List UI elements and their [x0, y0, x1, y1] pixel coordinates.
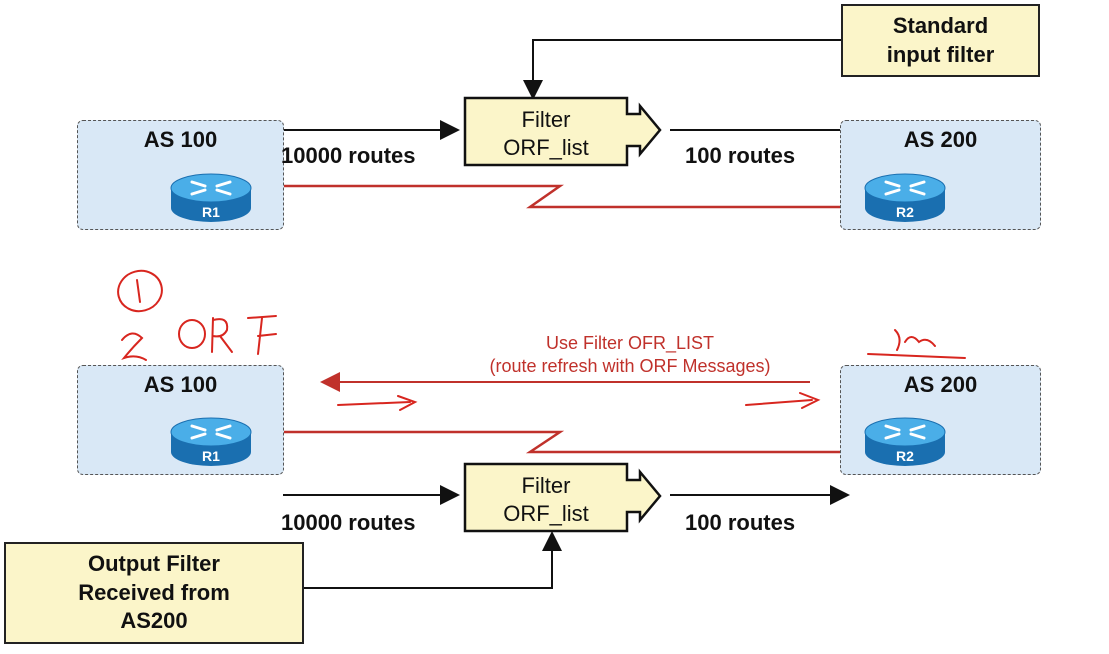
router-label: R1 [202, 448, 220, 464]
as100-label-bottom: AS 100 [143, 372, 218, 397]
note-line1-bottom: Output Filter [88, 551, 220, 577]
filter-label-bottom: Filter ORF_list [465, 472, 627, 527]
router-graphic: R1 [170, 417, 252, 466]
as200-label-bottom: AS 200 [903, 372, 978, 397]
serial-link-top [255, 184, 862, 209]
routes-out-label-bottom: 100 routes [685, 510, 796, 535]
filter-shape-top [463, 96, 662, 167]
router-icon: R2 [862, 170, 948, 224]
output-note-to-filter-arrow [303, 531, 562, 589]
note-line2-top: input filter [886, 41, 995, 67]
orf-message-label: Use Filter OFR_LIST (route refresh with … [440, 332, 820, 377]
filter-line2-bottom: ORF_list [503, 500, 589, 526]
filter-line1-bottom: Filter [521, 473, 571, 498]
routes-in-label-top: 10000 routes [281, 143, 416, 168]
filter-shape-bottom [463, 462, 662, 533]
handwritten-annotations [117, 269, 966, 411]
filter-label-top: Filter ORF_list [465, 106, 627, 161]
router-graphic: R2 [864, 417, 946, 466]
as200-label-top: AS 200 [903, 127, 978, 152]
routes-out-label-top: 100 routes [685, 143, 796, 168]
router-icon: R1 [168, 414, 254, 468]
standard-input-filter-note: Standard input filter [841, 4, 1040, 77]
note-line1-top: Standard [892, 12, 989, 38]
router-graphic: R1 [170, 173, 252, 222]
as100-label-top: AS 100 [143, 127, 218, 152]
note-line3-bottom: AS200 [120, 608, 188, 634]
router-icon: R1 [168, 170, 254, 224]
router-icon: R2 [862, 414, 948, 468]
orf-line1: Use Filter OFR_LIST [545, 333, 715, 353]
router-label: R2 [896, 448, 914, 464]
orf-line2: (route refresh with ORF Messages) [489, 355, 771, 376]
router-label: R1 [202, 204, 220, 220]
router-graphic: R2 [864, 173, 946, 222]
filter-line1-top: Filter [521, 107, 571, 132]
serial-link-bottom [255, 430, 862, 454]
note-line2-bottom: Received from [78, 579, 230, 605]
note-to-filter-arrow [523, 39, 843, 100]
routes-in-label-bottom: 10000 routes [281, 510, 416, 535]
router-label: R2 [896, 204, 914, 220]
filter-line2-top: ORF_list [503, 134, 589, 160]
output-filter-note: Output Filter Received from AS200 [4, 542, 304, 644]
